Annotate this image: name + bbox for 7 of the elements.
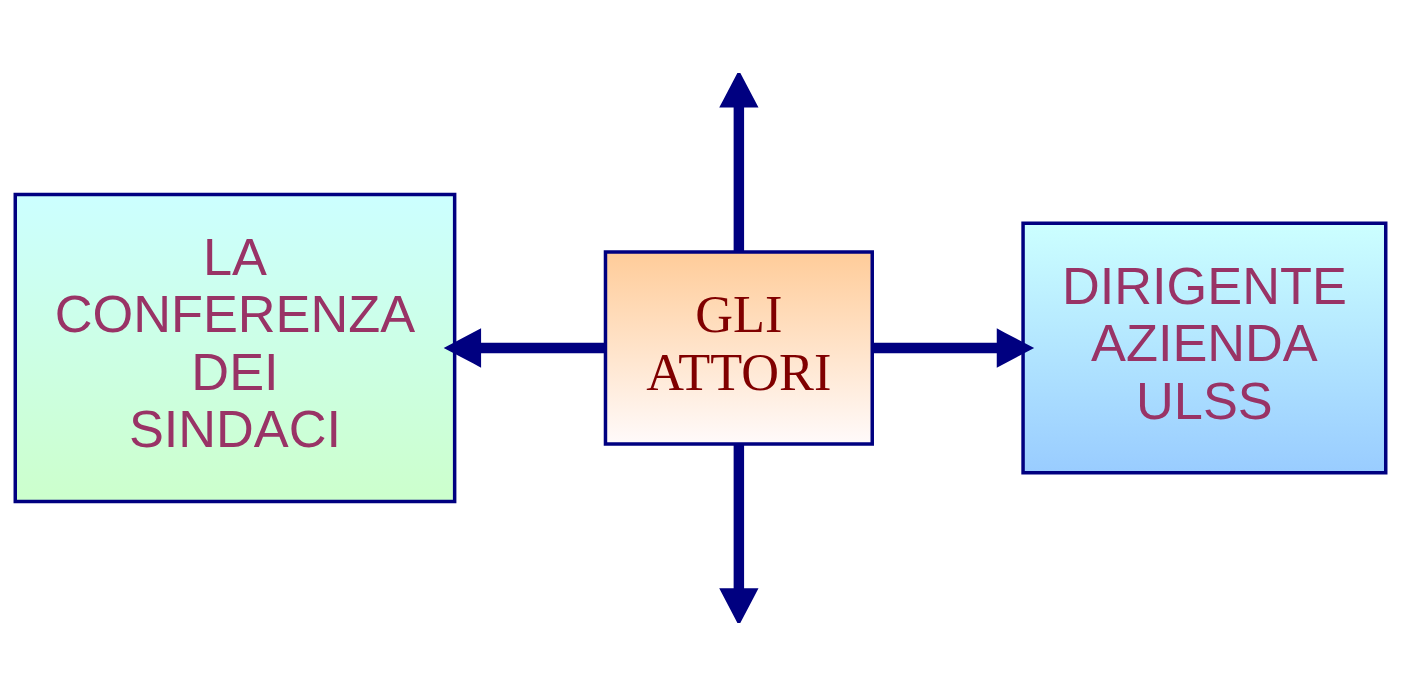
node-box: DIRIGENTE AZIENDA ULSS [1021,221,1388,474]
arrow [719,443,759,623]
node-box: LA CONFERENZA DEI SINDACI [13,192,457,503]
node-box: GLI ATTORI [603,249,874,446]
arrow [719,72,759,252]
arrow [443,327,606,368]
arrow [872,327,1035,368]
